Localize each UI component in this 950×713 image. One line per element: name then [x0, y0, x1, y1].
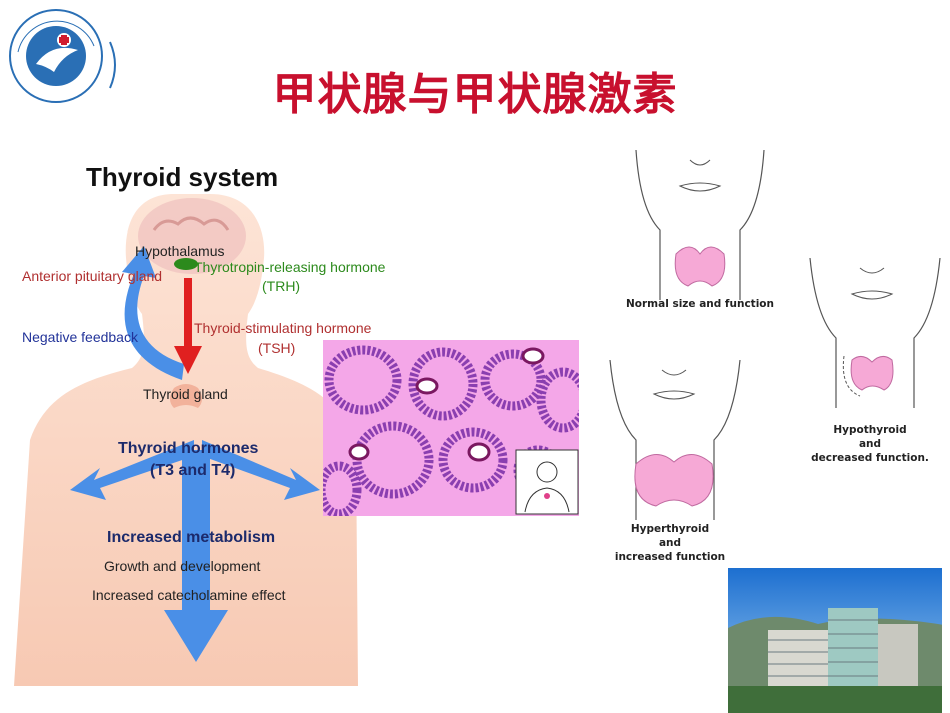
hospital-building-photo: [728, 568, 950, 713]
thyroid-gland-label: Thyroid gland: [143, 386, 228, 402]
hypothalamus-label: Hypothalamus: [135, 243, 225, 259]
hospital-logo: [9, 9, 103, 103]
trh-label: Thyrotropin-releasing hormone: [194, 259, 386, 275]
normal-caption: Normal size and function: [626, 298, 774, 310]
hypothyroid-neck-diagram: [809, 258, 941, 408]
catecholamine-label: Increased catecholamine effect: [92, 587, 286, 603]
negative-feedback-label: Negative feedback: [22, 329, 138, 345]
growth-label: Growth and development: [104, 558, 261, 574]
hypothyroid-caption-2: and: [858, 438, 882, 450]
t3-t4-label: (T3 and T4): [150, 462, 236, 479]
hyperthyroid-caption-3: increased function: [614, 551, 726, 563]
tsh-abbr: (TSH): [258, 340, 296, 356]
thyroid-hormones-label: Thyroid hormones: [118, 440, 259, 457]
trh-abbr: (TRH): [262, 278, 301, 294]
logo-divider: [109, 41, 116, 89]
hypothyroid-caption-3: decreased function.: [811, 452, 929, 464]
hyperthyroid-neck-diagram: [609, 360, 741, 520]
anterior-pituitary-label: Anterior pituitary gland: [22, 268, 163, 284]
normal-neck-diagram: [635, 150, 765, 300]
thyroid-histology-image: [323, 340, 579, 516]
slide-title: 甲状腺与甲状腺激素: [272, 69, 678, 120]
tsh-label: Thyroid-stimulating hormone: [194, 320, 372, 336]
increased-metabolism-label: Increased metabolism: [107, 529, 276, 546]
thyroid-system-figure: [14, 194, 358, 686]
thyroid-system-heading: Thyroid system: [86, 162, 279, 192]
hyperthyroid-caption-1: Hyperthyroid: [630, 523, 710, 535]
hypothyroid-caption-1: Hypothyroid: [833, 424, 907, 436]
hyperthyroid-caption-2: and: [658, 537, 682, 549]
